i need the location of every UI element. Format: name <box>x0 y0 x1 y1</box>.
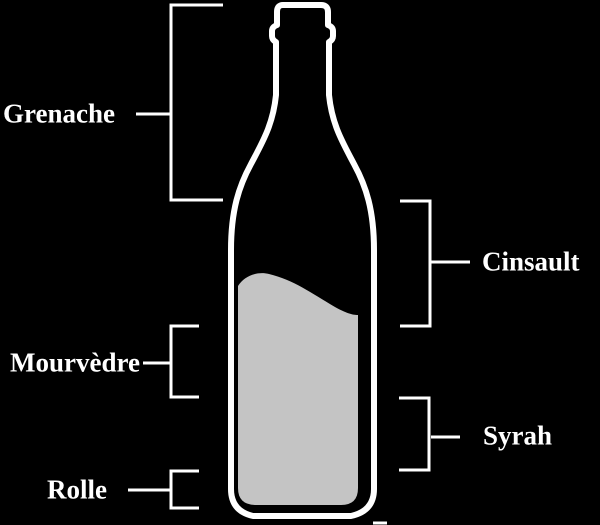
mourvedre-bracket <box>169 324 199 399</box>
rolle-bracket <box>169 469 199 510</box>
grenache-bracket <box>169 3 223 202</box>
label-cinsault: Cinsault <box>482 246 580 277</box>
label-rolle: Rolle <box>47 474 107 505</box>
label-mourvedre: Mourvèdre <box>10 347 140 378</box>
wine-fill <box>238 273 358 505</box>
syrah-bracket <box>399 396 431 472</box>
label-grenache: Grenache <box>3 98 115 129</box>
label-syrah: Syrah <box>483 420 553 451</box>
cinsault-bracket <box>400 199 432 328</box>
bottle-outline <box>228 2 377 519</box>
